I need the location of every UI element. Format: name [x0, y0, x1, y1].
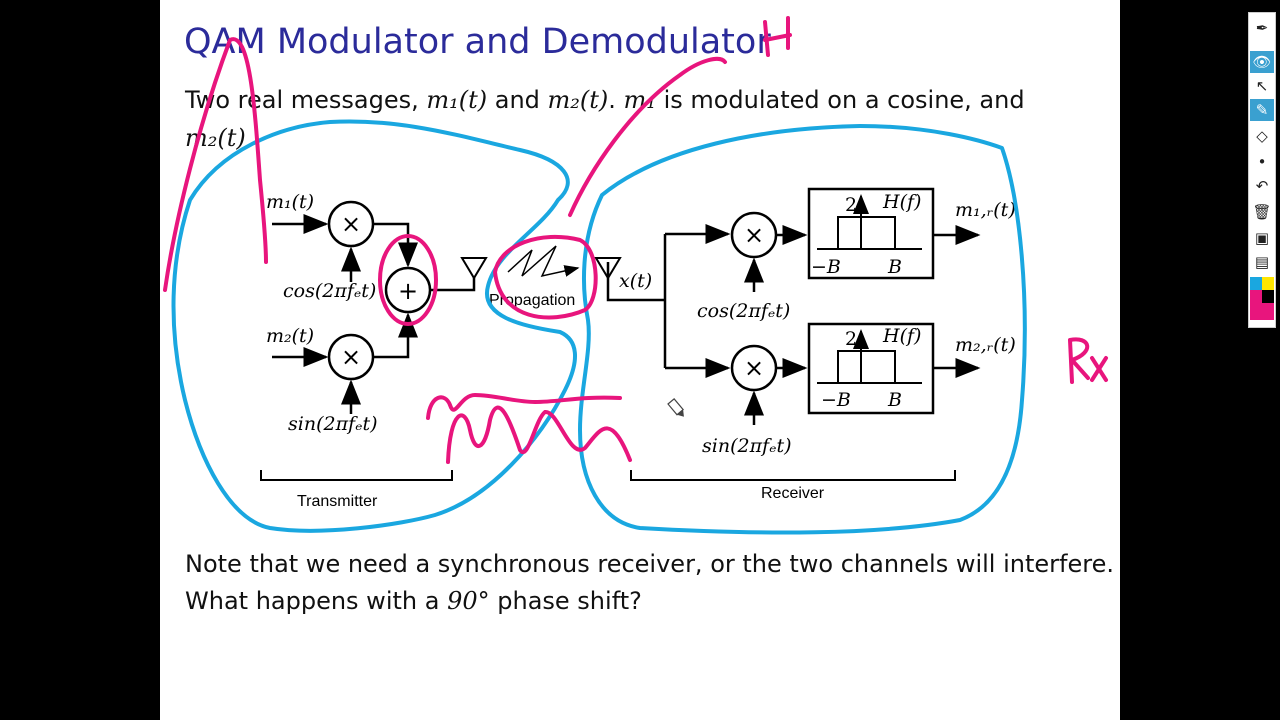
tx-input-m1: m₁(t) — [266, 191, 314, 213]
intro-text-b: is modulated on a cosine, and — [655, 86, 1025, 114]
eraser-icon[interactable]: ◇ — [1256, 127, 1268, 145]
pink-arc-left — [163, 37, 268, 292]
eye-icon[interactable]: 👁 — [1250, 51, 1274, 73]
pen-icon[interactable]: ✒ — [1255, 19, 1269, 37]
intro-m2t: m₂(t) — [547, 86, 609, 114]
pink-curve-top — [568, 56, 727, 217]
color-swatch-pink[interactable] — [1250, 290, 1262, 320]
color-swatch-pink-2[interactable] — [1262, 303, 1274, 320]
rx-mult-bottom-symbol: × — [744, 354, 764, 382]
pink-rx-x — [1090, 356, 1108, 382]
note-line2-a: What happens with a — [185, 587, 448, 615]
undo-icon[interactable]: ↶ — [1255, 177, 1269, 195]
pink-wave-2 — [446, 405, 632, 464]
pointer-icon[interactable]: ↖ — [1255, 77, 1269, 95]
trash-icon[interactable]: 🗑 — [1252, 203, 1272, 221]
filter-top-pos-b: B — [887, 256, 902, 278]
pink-rx-r — [1068, 337, 1090, 384]
filter-top-h: H(f) — [882, 191, 921, 213]
highlighter-icon[interactable]: ✎ — [1250, 99, 1274, 121]
transmitter-label: Transmitter — [297, 493, 378, 510]
qam-diagram: × × + × × m₁(t) m₂(t) cos(2πfₑt) sin(2πf… — [163, 16, 1108, 535]
tx-mult-top-symbol: × — [341, 210, 361, 238]
tx-add-symbol: + — [398, 277, 418, 305]
rx-output-m1: m₁,ᵣ(t) — [955, 199, 1016, 221]
rx-output-m2: m₂,ᵣ(t) — [955, 334, 1016, 356]
dot-icon[interactable]: • — [1257, 153, 1267, 171]
rx-sin-label: sin(2πfₑt) — [702, 435, 792, 457]
pink-wave-1 — [426, 393, 622, 420]
pink-adder-circle — [378, 234, 438, 326]
slide: QAM Modulator and Demodulator Two real m… — [160, 0, 1120, 720]
tx-sin-label: sin(2πfₑt) — [288, 413, 378, 435]
filter-top-neg-b: −B — [811, 256, 841, 278]
pink-propagation-circle — [493, 234, 598, 320]
note-line2-deg: 90° — [447, 587, 490, 615]
pointer-cursor-icon — [667, 398, 684, 417]
filter-top-gain: 2 — [845, 194, 857, 216]
annotation-toolbar: ✒ 👁 ↖ ✎ ◇ • ↶ 🗑 ▣ ▤ — [1248, 12, 1276, 328]
rx-mult-top-symbol: × — [744, 221, 764, 249]
tx-input-m2: m₂(t) — [266, 325, 314, 347]
rx-cos-label: cos(2πfₑt) — [697, 300, 790, 322]
tx-region-outline — [171, 119, 578, 533]
filter-bottom-neg-b: −B — [821, 389, 851, 411]
tx-antenna — [460, 257, 488, 280]
filter-bottom-pos-b: B — [887, 389, 902, 411]
intro-text-a: Two real messages, — [185, 86, 427, 114]
page-title: QAM Modulator and Demodulator — [184, 22, 771, 62]
camera-icon[interactable]: ▣ — [1254, 229, 1270, 247]
propagation-zigzag — [507, 245, 580, 278]
rx-filter-top — [807, 187, 935, 280]
filter-bottom-gain: 2 — [845, 328, 857, 350]
color-swatch-blue[interactable] — [1250, 277, 1262, 290]
rx-region-outline — [578, 124, 1027, 535]
intro-and: and — [487, 86, 548, 114]
color-swatch-yellow[interactable] — [1262, 277, 1274, 290]
rx-signal-label: x(t) — [619, 270, 652, 292]
intro-text: Two real messages, m₁(t) and m₂(t). m₁ i… — [185, 86, 1025, 114]
clipboard-icon[interactable]: ▤ — [1254, 253, 1270, 271]
note-line1: Note that we need a synchronous receiver… — [185, 550, 1114, 578]
intro-m1t: m₁(t) — [426, 86, 488, 114]
tx-cos-label: cos(2πfₑt) — [283, 280, 376, 302]
color-swatch-black[interactable] — [1262, 290, 1274, 303]
note-line2: What happens with a 90° phase shift? — [185, 587, 642, 615]
intro-dot: . — [608, 86, 624, 114]
receiver-label: Receiver — [761, 485, 825, 502]
tx-mult-bottom-symbol: × — [341, 343, 361, 371]
pink-h-stroke-3 — [763, 33, 792, 42]
note-line2-b: phase shift? — [489, 587, 642, 615]
filter-bottom-h: H(f) — [882, 325, 921, 347]
